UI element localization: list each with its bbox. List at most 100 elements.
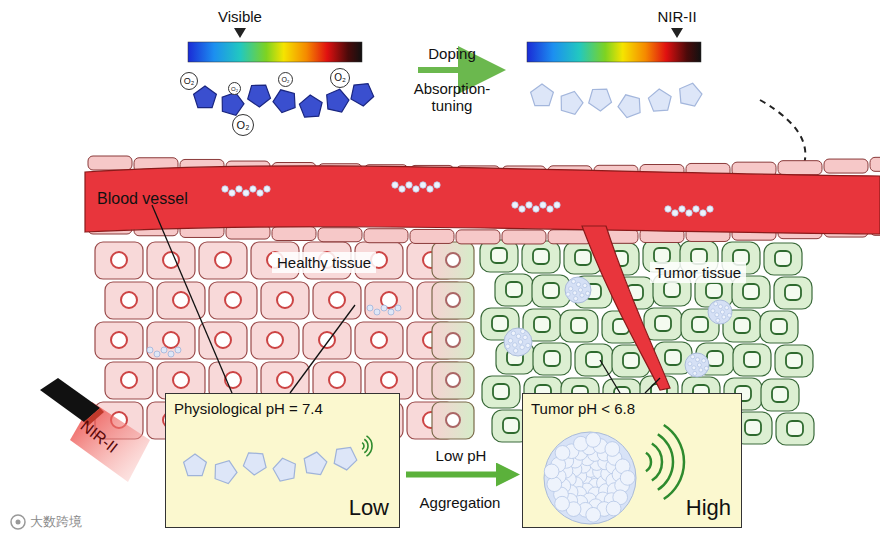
signal-arc [646,453,651,472]
nanoparticle [580,293,584,297]
tumor-cell [496,342,534,374]
nanoparticle [555,496,570,511]
nucleus [692,317,708,332]
nucleus [329,372,345,388]
monomer [215,461,237,484]
healthy-cell [261,282,309,319]
monomer [351,84,374,106]
nanoparticle [720,310,724,314]
monomer [589,89,612,111]
polymer-bead [367,305,373,311]
oxygen-bubble: O₂ [232,114,254,136]
polymer-bead [236,186,242,192]
tumor-cell [533,343,571,375]
transition-cell [432,282,474,319]
polymer-bead [381,305,387,311]
healthy-cell [95,322,143,359]
nucleus [121,292,137,308]
endothelial-cell [778,161,822,175]
nucleus [163,332,179,348]
nanoparticle [586,291,590,295]
nanoparticle [573,291,577,295]
signal-arc [366,436,372,456]
nucleus [655,316,671,331]
nucleus [446,333,460,347]
endothelial-cell [88,156,132,170]
nanoparticle [526,343,530,347]
nucleus [787,421,803,436]
nucleus [446,373,460,387]
nucleus [706,283,722,298]
aggregate [504,328,532,356]
nucleus [111,252,127,268]
nucleus [371,332,387,348]
tumor-cell [723,310,761,342]
nanoparticle [688,362,692,366]
nucleus [771,319,787,334]
nanoparticle [727,313,731,317]
healthy-cell [199,322,247,359]
nanoparticle [569,287,573,291]
tumor-cell [560,310,598,342]
nanoparticle [566,292,570,296]
vessel-branch [582,226,670,390]
polymer-bead [686,210,692,216]
polymer-bead [512,202,518,208]
nucleus [329,292,345,308]
polymer-bead [147,347,153,353]
nanoparticle [516,334,520,338]
nanoparticle [511,331,515,335]
nucleus [544,351,560,366]
monomer [243,453,266,475]
monomer [334,447,357,470]
tumor-cell [481,308,519,340]
tumor-cell [480,240,518,272]
tumor-cell [775,345,813,377]
nucleus [534,317,550,332]
polymer-bead [374,309,380,315]
endothelial-cell [502,230,546,244]
nucleus [772,387,788,402]
polymer-bead [665,206,671,212]
vessel-label: Blood vessel [94,188,191,210]
nanoparticle [715,313,719,317]
polymer-bead [222,186,228,192]
nucleus [277,292,293,308]
monomer [184,454,207,476]
nanoparticle [586,507,601,522]
endothelial-cell [364,229,408,243]
monomer [648,89,671,111]
monomer [561,92,583,115]
nucleus [734,318,750,333]
nanoparticle [620,471,635,486]
tumor-cell [482,376,520,408]
text-label: NIR-II [657,8,696,25]
monomer [531,84,554,106]
signal-arc [664,425,684,499]
polymer-bead [533,206,539,212]
nanoparticle [521,329,525,333]
nucleus [506,282,522,297]
polymer-bead [672,210,678,216]
polymer-bead [427,186,433,192]
monomer [680,83,702,106]
nucleus [163,252,179,268]
text-label: Visible [218,8,262,25]
oxygen-bubble: O₂ [180,72,198,90]
tumor-cell [761,379,799,411]
nucleus [575,250,591,265]
nucleus [215,332,231,348]
nucleus [543,283,559,298]
polymer-bead [395,305,401,311]
nucleus [492,316,508,331]
text-label: 大数跨境 [30,513,82,531]
nanoparticle [544,464,559,479]
polymer-bead [707,206,713,212]
tumor-cell [522,241,560,273]
healthy-cell [105,282,153,319]
healthy-cell [147,242,195,279]
nanoparticle [605,442,620,457]
monomer [273,90,295,113]
nucleus [745,420,761,435]
tumor-cell [644,308,682,340]
